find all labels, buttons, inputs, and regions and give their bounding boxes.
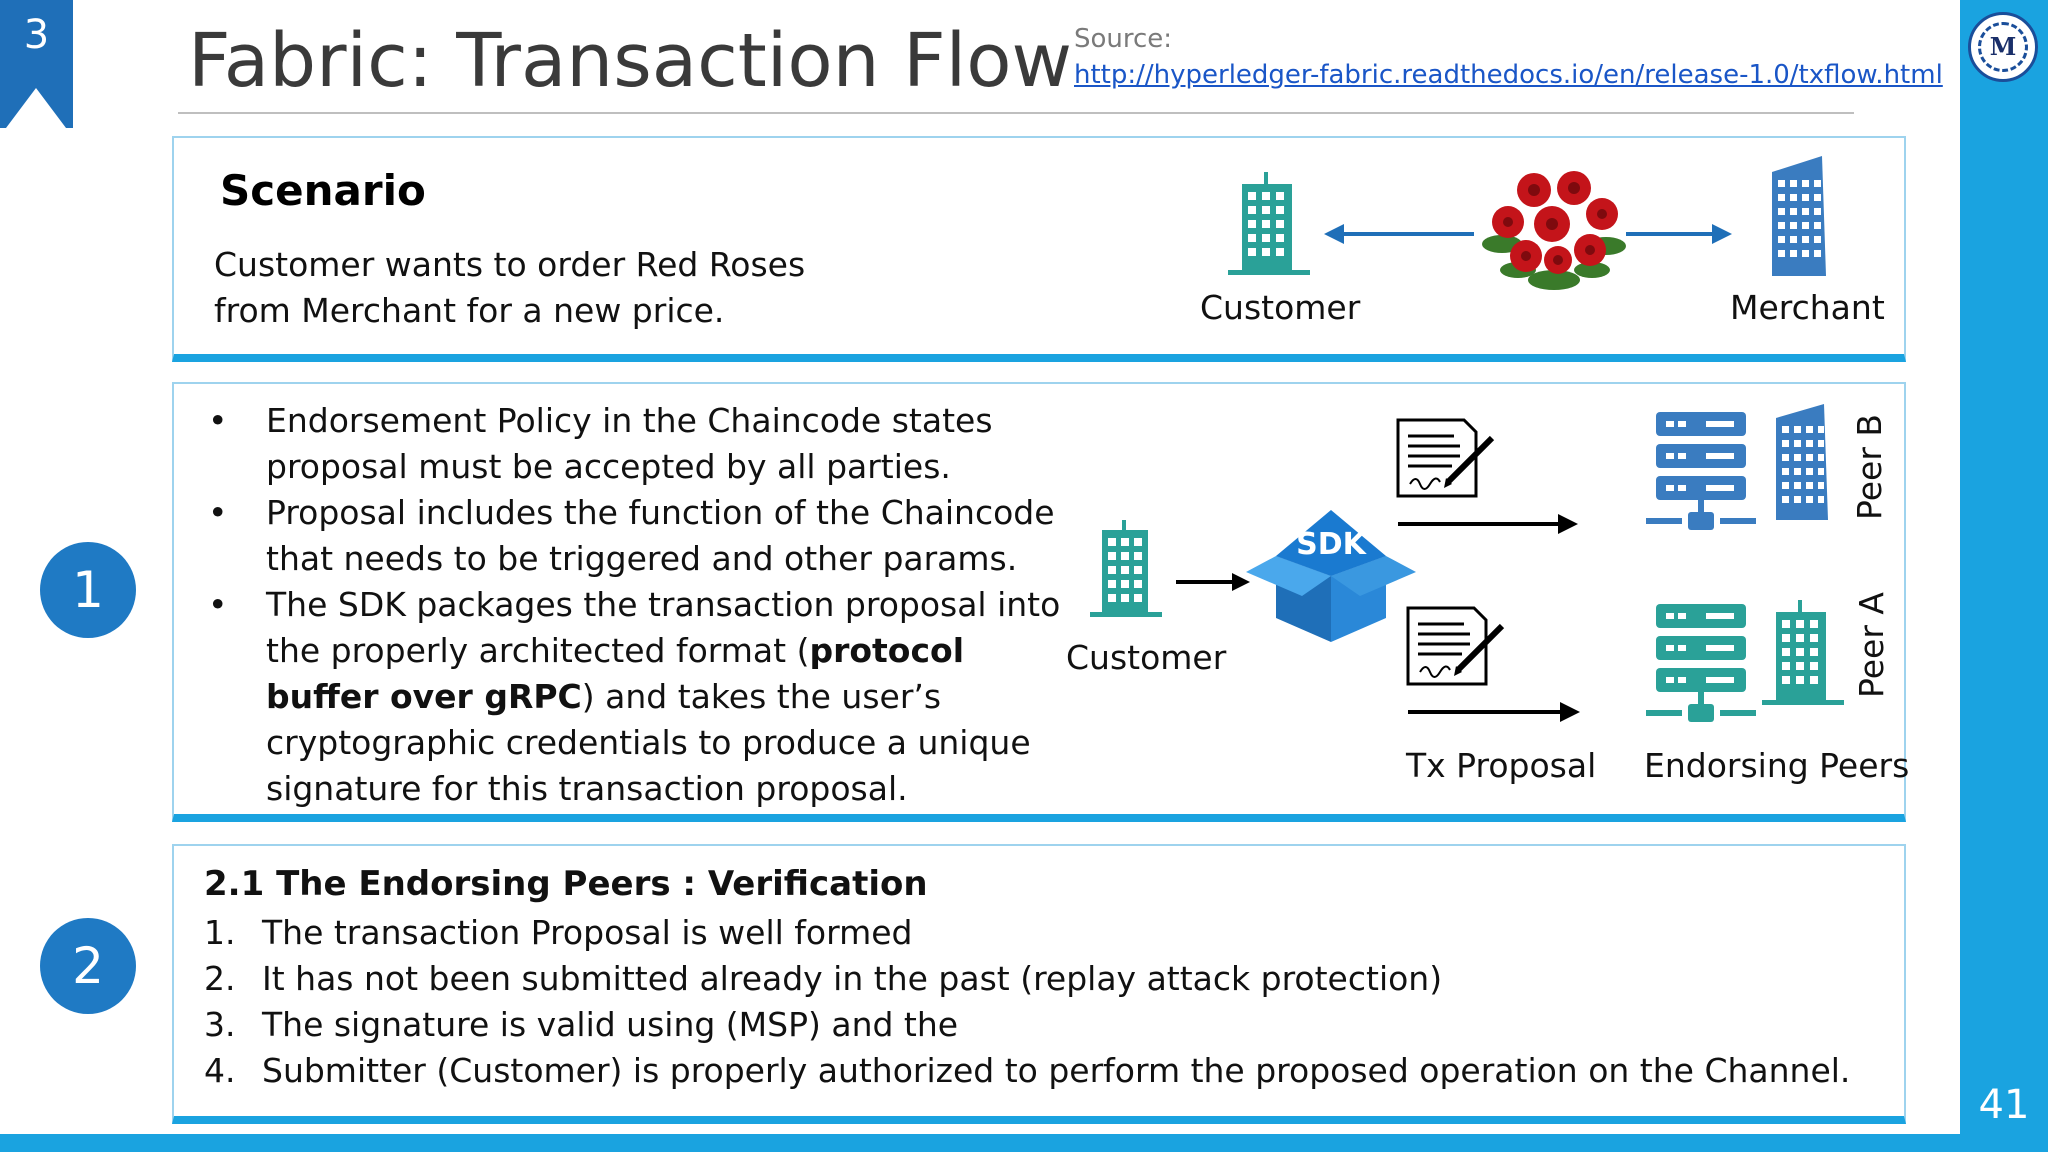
customer-building-icon [1228, 172, 1310, 275]
section-number: 3 [23, 12, 50, 58]
bullet-text-bold: protocol buffer over gRPC [266, 631, 965, 716]
building-icon [1762, 600, 1844, 705]
sdk-box-icon: SDK [1246, 510, 1416, 642]
step-2-badge: 2 [40, 918, 136, 1014]
merchant-label: Merchant [1730, 288, 1885, 327]
source-label: Source: [1074, 24, 1173, 54]
scenario-panel: Scenario Customer wants to order Red Ros… [172, 136, 1906, 362]
bottom-accent-band [0, 1134, 1960, 1152]
arrow-right-icon [1408, 702, 1580, 722]
sdk-label: SDK [1296, 527, 1368, 562]
proposal-bullets: • Endorsement Policy in the Chaincode sta… [204, 398, 1064, 812]
list-item: 1. The transaction Proposal is well forme… [204, 910, 1850, 956]
customer-building-icon [1090, 520, 1162, 617]
list-text: The transaction Proposal is well formed [262, 913, 913, 952]
server-icon [1646, 604, 1756, 722]
list-item: 4. Submitter (Customer) is properly autho… [204, 1048, 1850, 1094]
verification-panel: 2.1 The Endorsing Peers : Verification 1… [172, 844, 1906, 1124]
customer-label: Customer [1066, 638, 1227, 677]
document-sign-icon [1406, 606, 1505, 686]
arrow-left-icon [1324, 224, 1474, 244]
customer-label: Customer [1200, 288, 1361, 327]
list-number: 4. [204, 1051, 236, 1090]
scenario-line-1: Customer wants to order Red Roses [214, 245, 806, 284]
bullet-text: Proposal includes the function of the Ch… [266, 493, 1055, 578]
bullet-dot: • [208, 401, 228, 440]
arrow-right-icon [1176, 573, 1250, 591]
institution-logo: M [1968, 12, 2038, 82]
bullet-text-pre: The SDK packages the transaction proposa… [266, 585, 1061, 670]
list-item: 2. It has not been submitted already in t… [204, 956, 1850, 1002]
list-number: 1. [204, 913, 236, 952]
tx-proposal-label: Tx Proposal [1406, 746, 1597, 785]
bullet-item: • The SDK packages the transaction propos… [204, 582, 1064, 812]
up-triangle-icon [6, 88, 66, 128]
section-tab: 3 [0, 0, 73, 128]
arrow-right-icon [1398, 514, 1578, 534]
scenario-description: Customer wants to order Red Roses from M… [214, 242, 805, 334]
peer-b-label: Peer B [1850, 413, 1889, 520]
list-text: It has not been submitted already in the… [262, 959, 1443, 998]
list-text: Submitter (Customer) is properly authori… [262, 1051, 1851, 1090]
bullet-dot: • [208, 493, 228, 532]
right-accent-band [1960, 0, 2048, 1152]
verification-heading: 2.1 The Endorsing Peers : Verification [204, 864, 928, 904]
bullet-text: Endorsement Policy in the Chaincode stat… [266, 401, 993, 486]
document-sign-icon [1396, 418, 1495, 498]
page-title: Fabric: Transaction Flow [188, 18, 1072, 104]
arrow-right-icon [1626, 224, 1732, 244]
logo-ring-icon [1978, 22, 2028, 72]
roses-icon [1482, 171, 1626, 290]
bullet-item: • Proposal includes the function of the C… [204, 490, 1064, 582]
list-item: 3. The signature is valid using (MSP) and… [204, 1002, 1850, 1048]
page-number: 41 [1978, 1082, 2030, 1128]
step-1-badge: 1 [40, 542, 136, 638]
logo-letter: M [1989, 32, 2017, 61]
verification-list: 1. The transaction Proposal is well forme… [204, 910, 1850, 1094]
list-number: 2. [204, 959, 236, 998]
bullet-dot: • [208, 585, 228, 624]
bullet-text-post: ) and takes the user’s cryptographic cre… [266, 677, 1031, 808]
list-text: The signature is valid using (MSP) and t… [262, 1005, 959, 1044]
list-number: 3. [204, 1005, 236, 1044]
scenario-heading: Scenario [220, 166, 426, 215]
peer-a-label: Peer A [1852, 592, 1891, 698]
title-divider [178, 112, 1854, 114]
server-icon [1646, 412, 1756, 530]
building-icon [1776, 404, 1828, 520]
endorsing-peers-label: Endorsing Peers [1644, 746, 1910, 785]
source-link[interactable]: http://hyperledger-fabric.readthedocs.io… [1074, 60, 1943, 90]
scenario-line-2: from Merchant for a new price. [214, 291, 725, 330]
merchant-building-icon [1772, 156, 1826, 276]
bullet-item: • Endorsement Policy in the Chaincode sta… [204, 398, 1064, 490]
proposal-panel: • Endorsement Policy in the Chaincode sta… [172, 382, 1910, 822]
